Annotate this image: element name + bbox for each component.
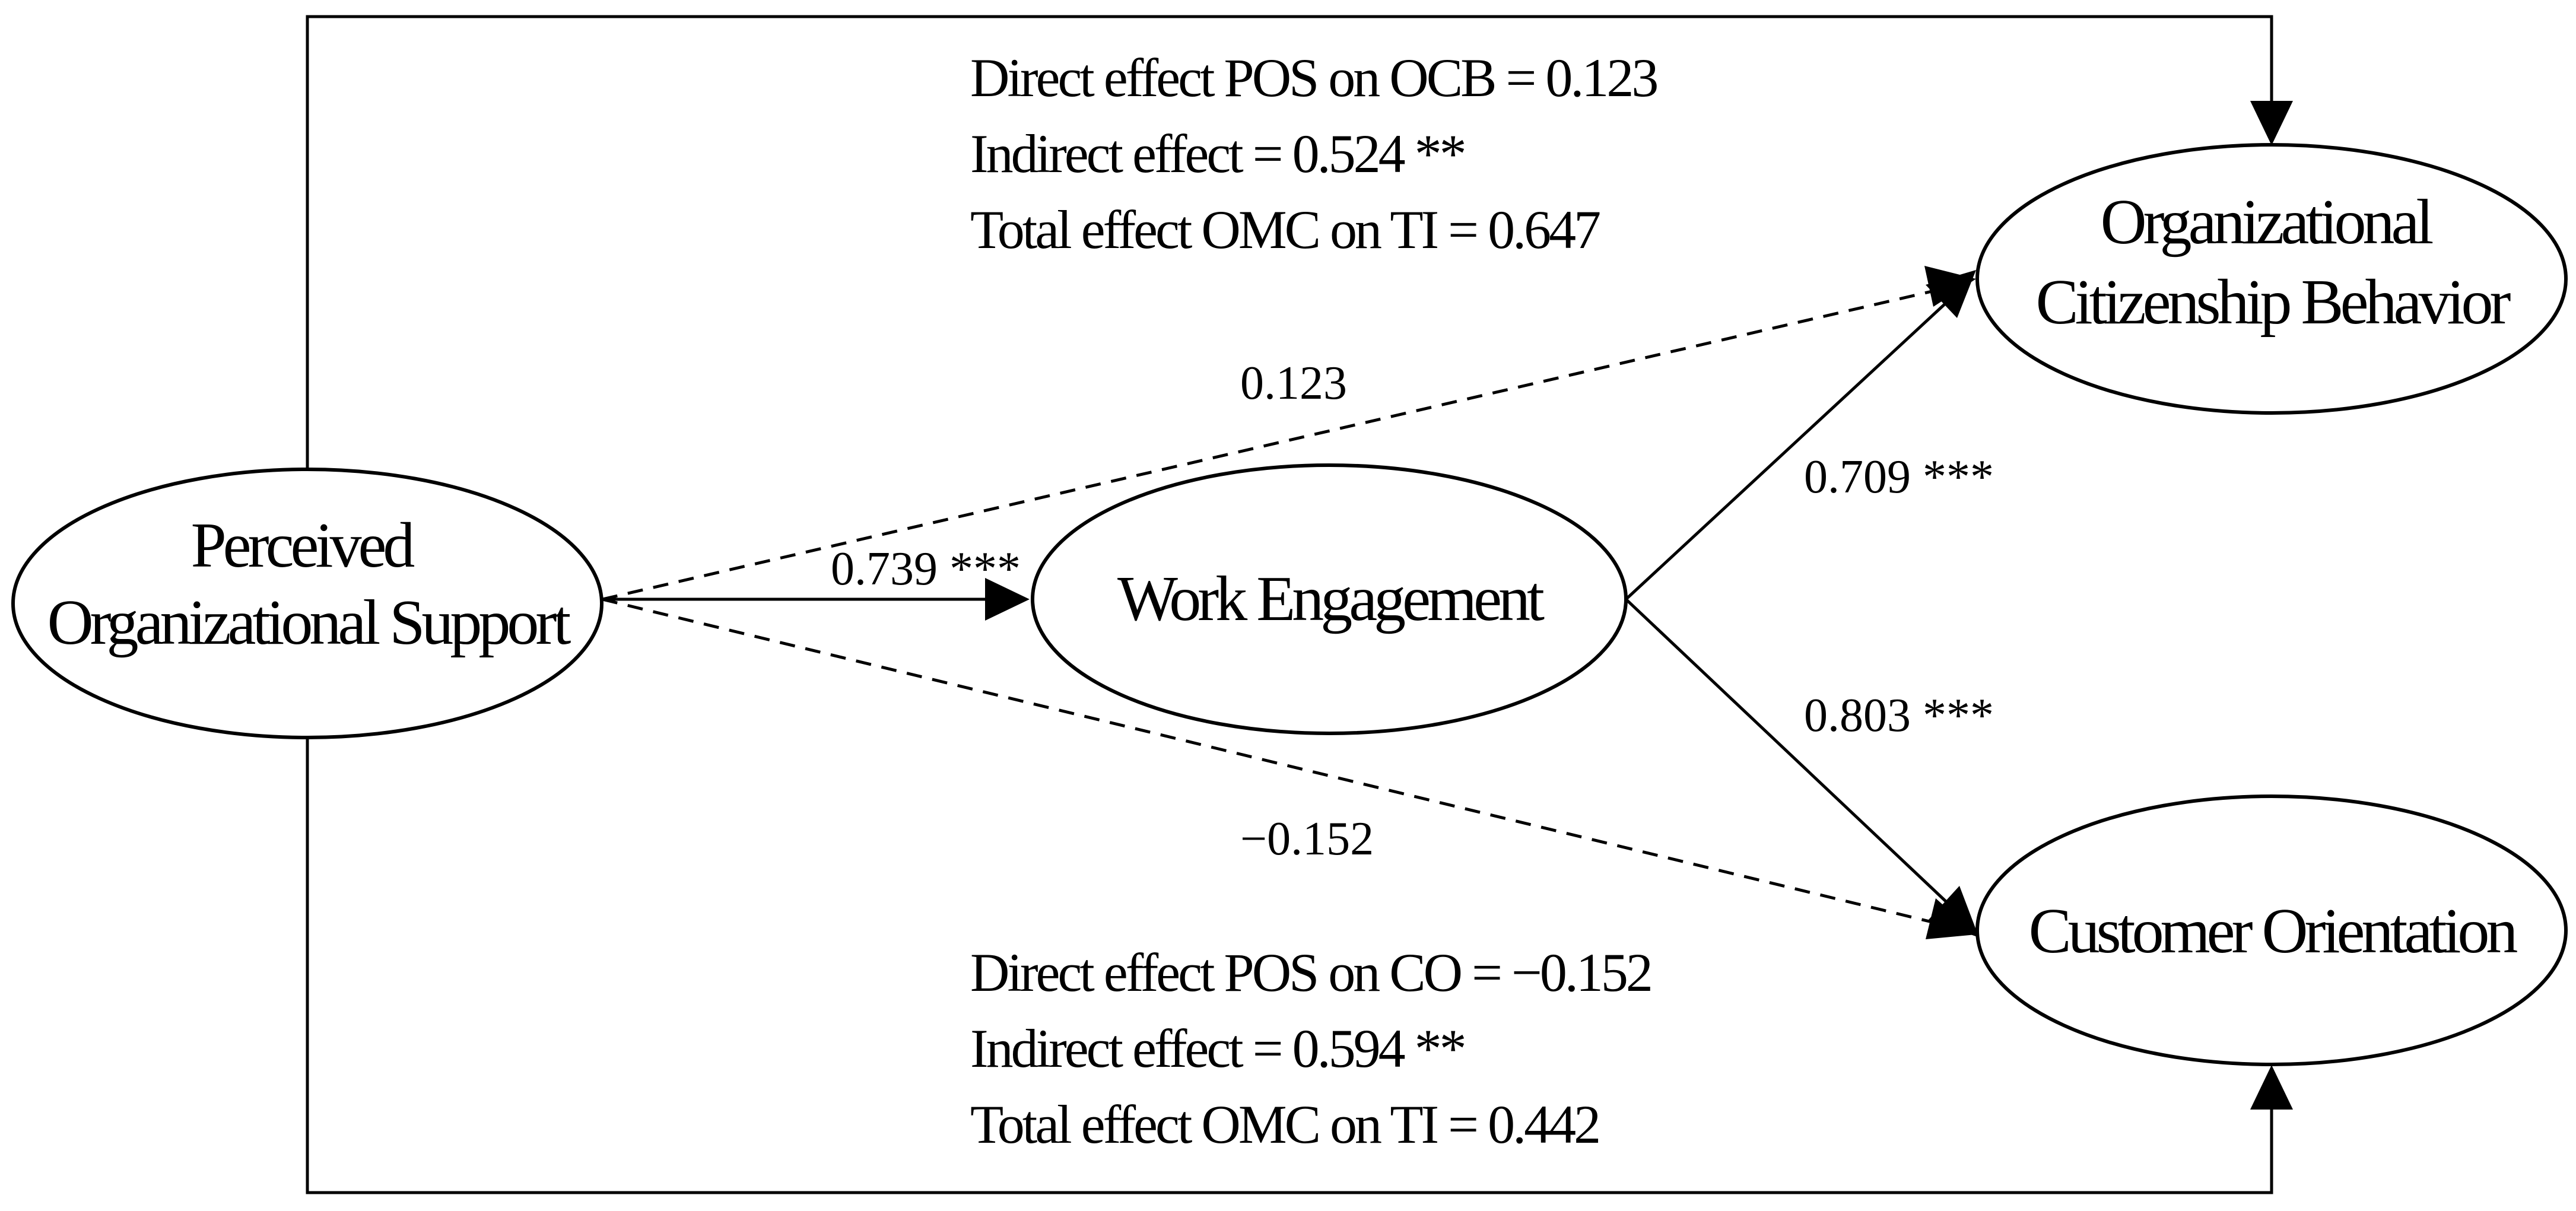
arrowhead-outer-co xyxy=(2250,1065,2293,1110)
arrowhead-pos-ocb xyxy=(1924,266,1976,307)
effect-co-total: Total effect OMC on TI = 0.442 xyxy=(970,1094,1599,1155)
node-ocb-line-1: Organizational xyxy=(2101,187,2433,258)
edge-we-to-co xyxy=(1625,598,1948,903)
effects-co-block: Direct effect POS on CO = −0.152 Indirec… xyxy=(970,942,1662,1155)
node-pos-label: Perceived Organizational Support xyxy=(47,510,571,658)
node-co-ellipse xyxy=(1975,794,2568,1066)
effect-ocb-direct: Direct effect POS on OCB = 0.123 xyxy=(970,47,1657,108)
outer-connector-pos-to-ocb xyxy=(306,15,2273,469)
effect-co-direct: Direct effect POS on CO = −0.152 xyxy=(970,942,1651,1003)
coef-pos-co: −0.152 xyxy=(1240,813,1374,865)
arrowhead-pos-we xyxy=(985,578,1030,621)
node-ocb-label: Organizational Citizenship Behavior xyxy=(2036,187,2511,338)
arrowhead-pos-co xyxy=(1926,898,1976,939)
node-ocb-line-2: Citizenship Behavior xyxy=(2036,267,2511,338)
node-pos-line-1: Perceived xyxy=(191,510,415,581)
effect-co-indirect: Indirect effect = 0.594 ** xyxy=(970,1018,1465,1079)
arrowhead-outer-ocb xyxy=(2250,101,2293,145)
node-pos-ellipse xyxy=(11,468,603,739)
node-pos-line-2: Organizational Support xyxy=(47,587,571,658)
edge-pos-to-co xyxy=(602,597,1935,924)
node-ocb-ellipse xyxy=(1975,143,2568,415)
coef-we-co: 0.803 *** xyxy=(1804,689,1994,742)
coef-pos-ocb: 0.123 xyxy=(1240,357,1347,409)
node-we-ellipse xyxy=(1031,463,1628,735)
coef-we-ocb: 0.709 *** xyxy=(1804,451,1994,503)
node-we-label: Work Engagement xyxy=(1117,564,1545,634)
effect-ocb-indirect: Indirect effect = 0.524 ** xyxy=(970,123,1465,184)
edge-pos-to-ocb xyxy=(602,289,1935,601)
effect-ocb-total: Total effect OMC on TI = 0.647 xyxy=(970,199,1600,260)
outer-connector-pos-to-co xyxy=(306,739,2273,1194)
coef-pos-we: 0.739 *** xyxy=(831,543,1021,595)
edge-we-to-ocb xyxy=(1625,301,1948,600)
arrowhead-we-co xyxy=(1929,886,1979,937)
effects-ocb-block: Direct effect POS on OCB = 0.123 Indirec… xyxy=(970,47,1667,260)
node-co-label: Customer Orientation xyxy=(2029,896,2518,967)
